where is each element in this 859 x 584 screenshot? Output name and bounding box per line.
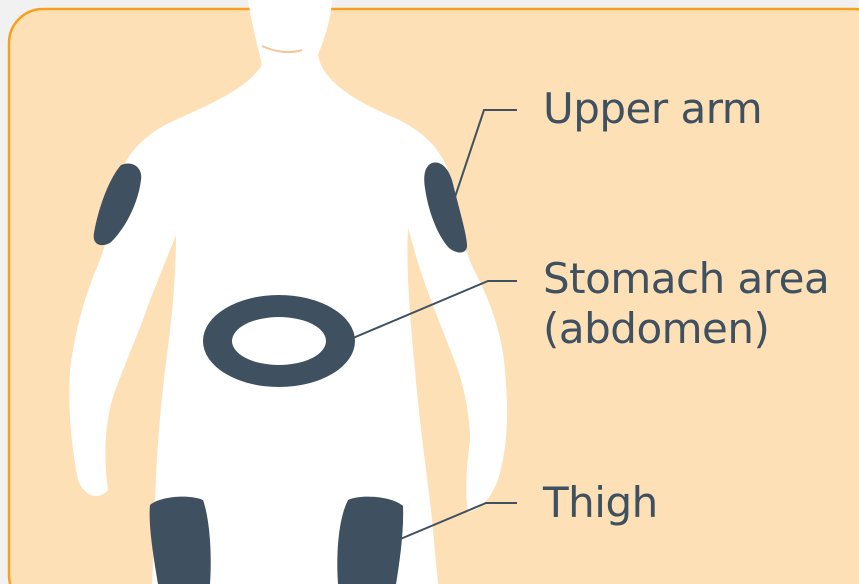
thigh-site-left bbox=[150, 497, 211, 584]
thigh-label: Thigh bbox=[543, 478, 658, 528]
thigh-site-right bbox=[337, 497, 403, 584]
stomach-area-label-line2: (abdomen) bbox=[543, 304, 829, 354]
stomach-area-label: Stomach area (abdomen) bbox=[543, 254, 829, 354]
stomach-area-label-line1: Stomach area bbox=[543, 254, 829, 304]
upper-arm-label: Upper arm bbox=[543, 84, 762, 134]
